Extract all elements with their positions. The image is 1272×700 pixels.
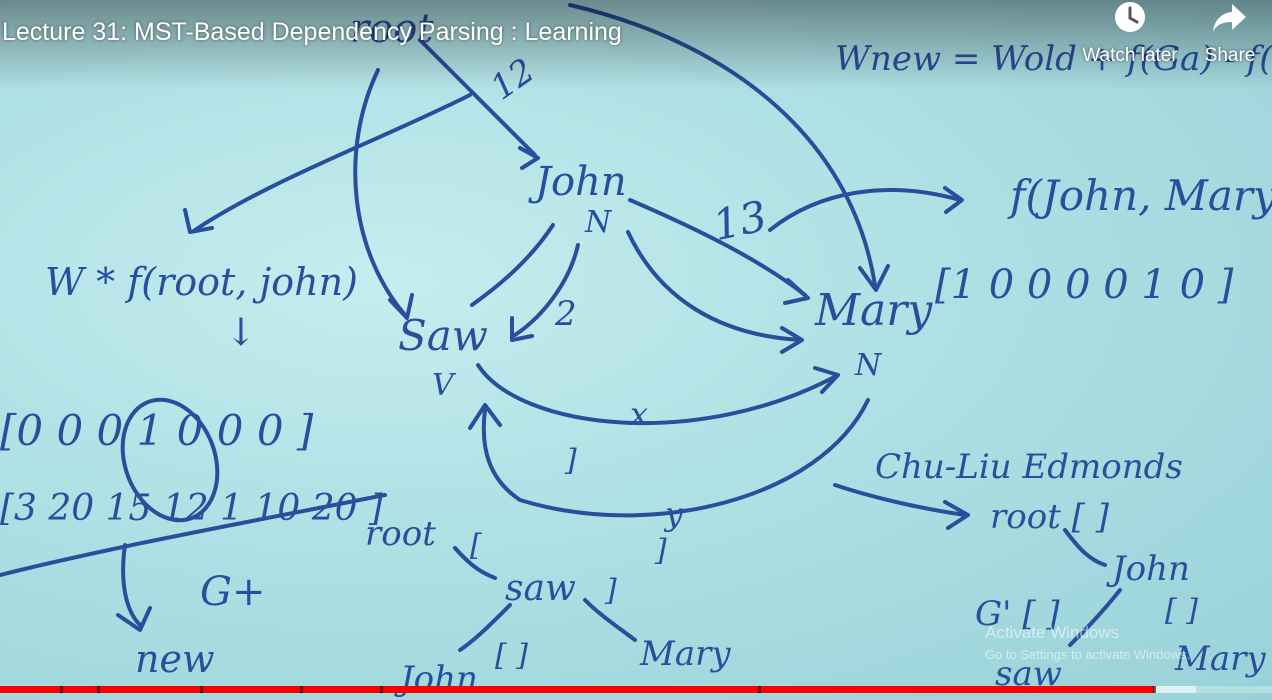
arrow-saw-john-tree xyxy=(458,603,512,652)
arrowhead xyxy=(780,326,804,354)
label-bracket-2: ] xyxy=(654,533,667,568)
progress-played xyxy=(0,686,1154,693)
john-node: John xyxy=(528,159,627,205)
arrowhead xyxy=(943,500,970,530)
arrow-root-w xyxy=(193,93,472,232)
arrowhead xyxy=(116,606,152,632)
chapter-divider xyxy=(200,686,203,693)
arrow-root-mary xyxy=(568,3,877,287)
new-label: new xyxy=(135,637,215,681)
weight-12: 12 xyxy=(484,51,542,109)
arrow-mary-saw xyxy=(481,398,870,518)
arrow-to-root xyxy=(833,483,967,517)
mary-tag: N xyxy=(854,348,883,383)
chapter-divider xyxy=(60,686,63,693)
arrow-john-mary-2 xyxy=(626,230,802,342)
watch-later-button[interactable]: Watch later xyxy=(1080,0,1180,70)
label-x: x xyxy=(630,395,648,433)
arrow-to-f xyxy=(768,188,962,232)
weight-2: 2 xyxy=(554,294,577,334)
tree-bracket-c: [ ] xyxy=(495,638,528,673)
label-bracket-1: ] xyxy=(564,443,577,478)
right-mary: Mary xyxy=(1174,639,1266,679)
chapter-divider xyxy=(380,686,383,693)
arrowhead xyxy=(388,293,414,320)
highlight-circle xyxy=(120,397,220,523)
video-title[interactable]: Lecture 31: MST-Based Dependency Parsing… xyxy=(2,18,622,46)
chapter-divider xyxy=(758,686,761,693)
arrowhead xyxy=(858,264,890,292)
right-bracket: [ ] xyxy=(1165,593,1198,628)
watch-later-label: Watch later xyxy=(1082,45,1178,66)
saw-tag: V xyxy=(432,368,457,403)
arrowhead xyxy=(783,278,810,305)
down-arrow: ↓ xyxy=(225,310,257,354)
right-john: John xyxy=(1106,549,1190,589)
arrow-right-root-john xyxy=(1063,528,1107,567)
arrowhead xyxy=(183,208,214,234)
arrow-root-saw xyxy=(353,68,407,317)
watermark-line-2: Go to Settings to activate Windows. xyxy=(985,647,1191,662)
arrowhead xyxy=(943,186,964,214)
mary-vector: [1 0 0 0 0 1 0 ] xyxy=(935,262,1234,308)
arrow-john-saw-right xyxy=(1068,588,1122,647)
arrowhead xyxy=(510,316,534,342)
underline xyxy=(0,493,387,577)
chu-liu-edmonds: Chu-Liu Edmonds xyxy=(875,447,1183,487)
feature-vector-1: [0 0 0 1 0 0 0 ] xyxy=(0,406,314,455)
label-y: y xyxy=(663,495,684,533)
root-node-top: root xyxy=(350,6,434,52)
activate-windows-watermark: Activate Windows Go to Settings to activ… xyxy=(985,622,1190,666)
tree-bracket-a: [ xyxy=(470,528,482,563)
share-label: Share xyxy=(1204,45,1256,66)
arrow-john-saw-2 xyxy=(513,243,580,337)
chapter-divider xyxy=(97,686,100,693)
arrow-root-john xyxy=(418,38,537,157)
john-tag: N xyxy=(584,205,613,240)
chapter-divider xyxy=(300,686,303,693)
clock-icon xyxy=(1115,2,1145,32)
tree-bracket-b: ] xyxy=(604,573,617,608)
arrowhead xyxy=(518,146,540,170)
f-john-mary: f(John, Mary) xyxy=(1007,171,1272,220)
tree-saw: saw xyxy=(505,568,576,609)
arrow-saw-mary xyxy=(476,363,840,426)
tree-john: John xyxy=(394,659,478,699)
tree-root: root xyxy=(365,514,436,554)
saw-node: Saw xyxy=(398,311,488,360)
mary-node: Mary xyxy=(814,285,933,336)
progress-bar[interactable] xyxy=(0,686,1272,693)
right-gprime: G' [ ] xyxy=(975,594,1060,634)
update-formula: Wnew = Wold + f(Ga) - f(G') xyxy=(835,39,1272,79)
arrowhead xyxy=(468,403,502,430)
g-plus: G+ xyxy=(200,569,265,615)
right-root: root [ ] xyxy=(990,497,1110,537)
tree-mary: Mary xyxy=(639,634,731,674)
chapter-divider xyxy=(1153,686,1156,693)
share-arrow-icon xyxy=(1213,4,1246,32)
arrow-john-saw xyxy=(470,223,555,307)
watermark-line-1: Activate Windows xyxy=(985,623,1120,642)
arrow-to-new xyxy=(121,543,142,627)
arrowhead xyxy=(813,366,840,394)
score-expression: W * f(root, john) xyxy=(45,260,358,304)
arrow-saw-mary-tree xyxy=(583,598,637,642)
share-button[interactable]: Share xyxy=(1180,0,1272,70)
arrow-root-saw-tree xyxy=(453,546,497,580)
